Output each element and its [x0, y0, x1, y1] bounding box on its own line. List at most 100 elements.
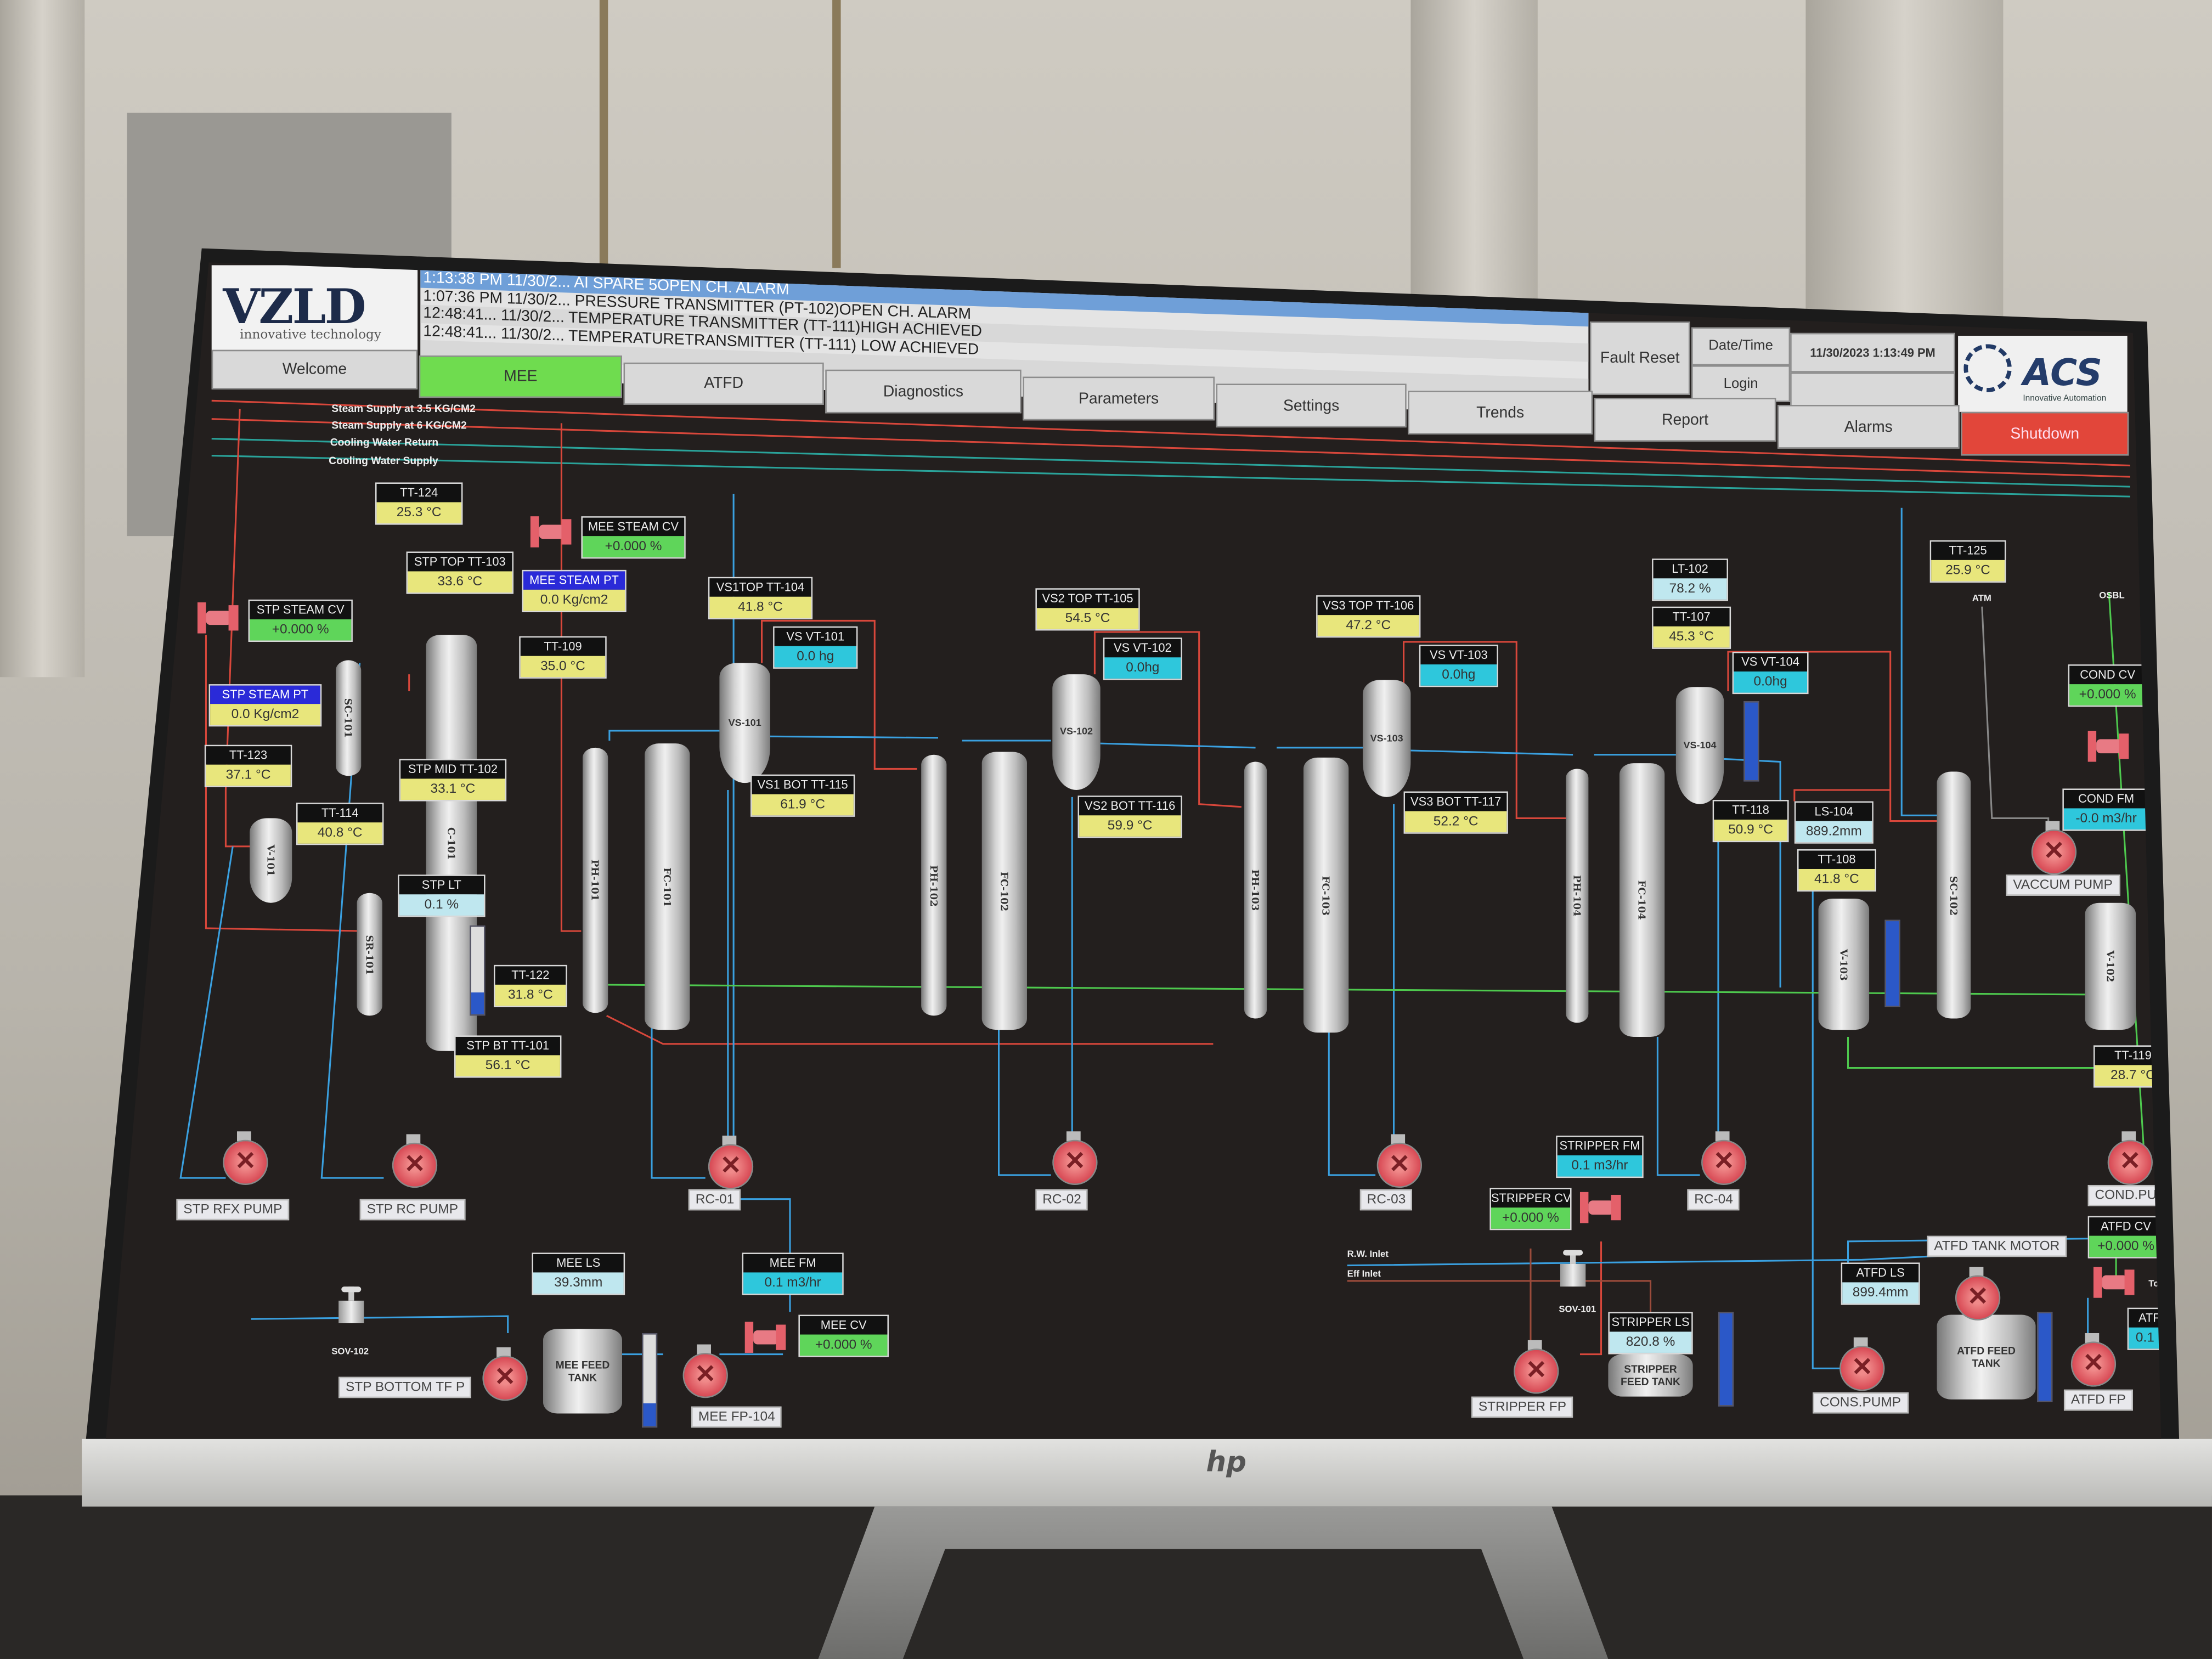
pump-icon[interactable] [2105, 1131, 2153, 1185]
nav-diagnostics[interactable]: Diagnostics [825, 369, 1022, 414]
pump-icon[interactable] [2068, 1333, 2117, 1387]
nav-mee[interactable]: MEE [419, 355, 622, 398]
tag-title: TT-123 [206, 746, 291, 765]
valve-part [2119, 733, 2129, 759]
valve-part [539, 524, 565, 539]
tag-value: 25.9 °C [1931, 560, 2005, 582]
vessel-vs-102[interactable]: VS-102 [1052, 674, 1101, 790]
pump-icon[interactable] [1699, 1131, 1747, 1185]
control-valve-icon[interactable] [530, 514, 573, 550]
vessel-mee-feed-tank[interactable]: MEE FEED TANK [543, 1329, 622, 1414]
tag-mee-steam-cv: MEE STEAM CV+0.000 % [581, 516, 686, 559]
shutdown-button[interactable]: Shutdown [1961, 411, 2129, 456]
vessel-sc-101[interactable]: SC-101 [335, 660, 362, 776]
tag-title: VS VT-102 [1104, 639, 1181, 658]
equipment-label: STP RC PUMP [359, 1199, 465, 1221]
vessel-v-101[interactable]: V-101 [250, 818, 292, 903]
nav-report[interactable]: Report [1594, 398, 1776, 442]
vessel-fc-102[interactable]: FC-102 [981, 752, 1027, 1030]
vessel-v-103[interactable]: V-103 [1818, 898, 1870, 1030]
pump-icon[interactable] [2029, 821, 2077, 875]
pump-icon[interactable] [680, 1344, 728, 1398]
vessel-ph-101[interactable]: PH-101 [582, 747, 608, 1013]
vessel-vs-101[interactable]: VS-101 [719, 663, 770, 783]
vessel-ph-102[interactable]: PH-102 [921, 754, 947, 1016]
tag-value: 899.4mm [1842, 1282, 1919, 1304]
tag-title: MEE STEAM PT [523, 571, 625, 590]
vessel-v-102[interactable]: V-102 [2085, 902, 2136, 1030]
nav-welcome[interactable]: Welcome [211, 349, 418, 390]
valve-part [348, 1286, 354, 1301]
acs-tagline: Innovative Automation [2023, 394, 2107, 404]
equipment-label: VACCUM PUMP [2006, 874, 2120, 896]
nav-alarms[interactable]: Alarms [1777, 404, 1960, 449]
vessel-label: C-101 [445, 826, 458, 860]
equipment-label: MEE FP-104 [691, 1406, 782, 1428]
pump-icon[interactable] [220, 1131, 268, 1185]
solenoid-valve-icon[interactable] [336, 1286, 367, 1323]
vessel-fc-103[interactable]: FC-103 [1303, 757, 1349, 1033]
tag-value: 0.0 Kg/cm2 [523, 589, 625, 611]
vessel-label: FC-103 [1319, 875, 1333, 915]
tag-title: STP MID TT-102 [400, 760, 505, 779]
vessel-c-101[interactable]: C-101 [426, 635, 477, 1051]
header-line-label: Steam Supply at 6 KG/CM2 [331, 419, 467, 432]
vessel-label: FC-104 [1635, 880, 1649, 920]
login-button[interactable]: Login [1691, 365, 1791, 402]
valve-part [2096, 739, 2122, 754]
vessel-vs-104[interactable]: VS-104 [1675, 687, 1724, 804]
pump-icon[interactable] [1374, 1134, 1422, 1188]
pump-icon[interactable] [390, 1134, 438, 1188]
tag-value: 78.2 % [1653, 578, 1727, 600]
tag-value: 31.8 °C [495, 984, 566, 1006]
tag-title: COND FM [2063, 789, 2149, 809]
control-valve-icon[interactable] [2087, 728, 2130, 765]
control-valve-icon[interactable] [1579, 1189, 1622, 1226]
pump-cap [496, 1347, 511, 1357]
cooling-water-supply-header [211, 455, 2130, 498]
header-line-label: Steam Supply at 3.5 KG/CM2 [331, 402, 476, 415]
solenoid-valve-icon[interactable] [1558, 1250, 1589, 1287]
vessel-ph-103[interactable]: PH-103 [1244, 761, 1267, 1019]
vessel-fc-104[interactable]: FC-104 [1619, 763, 1665, 1037]
vessel-ph-104[interactable]: PH-104 [1566, 769, 1589, 1023]
pump-icon[interactable] [1837, 1337, 1885, 1391]
vessel-sc-102[interactable]: SC-102 [1937, 771, 1971, 1019]
vessel-stripper-feed-tank[interactable]: STRIPPER FEED TANK [1608, 1354, 1693, 1397]
control-valve-icon[interactable] [2093, 1264, 2136, 1301]
nav-parameters[interactable]: Parameters [1023, 376, 1215, 421]
fault-reset-button[interactable]: Fault Reset [1589, 321, 1690, 395]
control-valve-icon[interactable] [744, 1319, 787, 1356]
tag-value: 39.3mm [533, 1272, 624, 1294]
tag-title: VS3 TOP TT-106 [1317, 596, 1419, 616]
tag-stp-steam-cv: STP STEAM CV+0.000 % [248, 599, 353, 642]
nav-atfd[interactable]: ATFD [623, 362, 824, 405]
nav-trends[interactable]: Trends [1408, 391, 1593, 435]
nav-settings[interactable]: Settings [1216, 383, 1407, 428]
valve-part [1579, 1192, 1589, 1223]
pump-icon[interactable] [479, 1347, 528, 1401]
pump-cap [697, 1344, 711, 1355]
vessel-label: ATFD FEED TANK [1957, 1344, 2016, 1370]
tag-value: 0.0hg [1104, 657, 1181, 679]
pump-icon[interactable] [706, 1135, 754, 1189]
pump-icon[interactable] [1953, 1267, 2001, 1321]
tag-title: VS2 BOT TT-116 [1079, 797, 1181, 816]
control-valve-icon[interactable] [197, 600, 240, 636]
vessel-vs-103[interactable]: VS-103 [1362, 680, 1411, 797]
tag-value: 37.1 °C [206, 764, 291, 786]
pump-cap [1853, 1337, 1868, 1347]
pump-icon[interactable] [1049, 1131, 1098, 1185]
pump-icon[interactable] [1511, 1340, 1559, 1394]
vessel-atfd-feed-tank[interactable]: ATFD FEED TANK [1937, 1314, 2036, 1400]
valve-part [1560, 1263, 1586, 1287]
vessel-sr-101[interactable]: SR-101 [357, 893, 382, 1016]
vessel-fc-101[interactable]: FC-101 [645, 743, 690, 1030]
